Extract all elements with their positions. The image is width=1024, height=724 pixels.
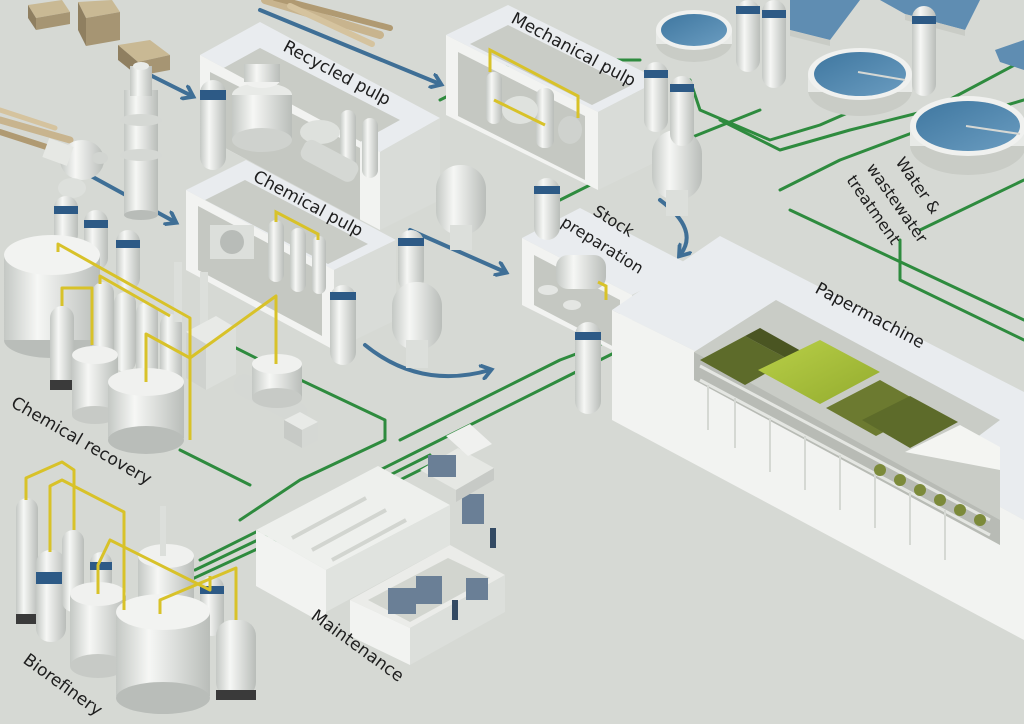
tank bbox=[36, 550, 66, 642]
clarifier-basin bbox=[656, 10, 732, 62]
tank bbox=[70, 582, 126, 678]
mechanical-pulp-building bbox=[446, 5, 660, 190]
tank bbox=[398, 230, 424, 292]
tank bbox=[330, 285, 356, 365]
flow-arrow-chemical-to-stock bbox=[363, 343, 490, 376]
flow-arrow-logs-to-mechanical bbox=[258, 8, 440, 84]
tank bbox=[534, 178, 560, 240]
tank bbox=[652, 130, 702, 216]
tank bbox=[392, 282, 442, 368]
papermachine-equipment bbox=[699, 328, 1000, 560]
filter-bed bbox=[790, 0, 860, 46]
recovered-paper-bales bbox=[28, 0, 170, 76]
pickup-truck bbox=[420, 424, 494, 502]
yellow-pipes bbox=[56, 242, 278, 440]
tank bbox=[644, 62, 668, 132]
tank bbox=[50, 306, 74, 390]
tank bbox=[16, 498, 38, 624]
tank bbox=[436, 165, 486, 250]
biorefinery-area bbox=[16, 460, 256, 714]
recycled-pulp-building bbox=[200, 22, 440, 230]
digester-equipment bbox=[210, 209, 326, 294]
chemical-pulp-building bbox=[186, 160, 396, 350]
tank bbox=[762, 0, 786, 88]
storage-tanks bbox=[200, 62, 702, 414]
filter-bed bbox=[995, 40, 1024, 70]
tank bbox=[200, 80, 226, 170]
tank bbox=[72, 346, 118, 424]
tank bbox=[116, 594, 210, 714]
refiner-equipment bbox=[486, 47, 582, 148]
clarifier-basin bbox=[808, 48, 912, 116]
chimney bbox=[174, 262, 208, 330]
tank bbox=[114, 292, 136, 372]
tank bbox=[116, 230, 140, 290]
yellow-pipes bbox=[24, 460, 238, 620]
wood-logs bbox=[0, 0, 393, 155]
tank bbox=[92, 282, 114, 362]
tank bbox=[736, 0, 760, 72]
recovery-boiler bbox=[4, 235, 100, 358]
tank bbox=[90, 552, 112, 592]
tank bbox=[912, 6, 936, 96]
digester-tower bbox=[120, 62, 162, 220]
tank bbox=[575, 322, 601, 414]
water-treatment-area bbox=[656, 0, 1024, 175]
clarifier-basin bbox=[910, 96, 1024, 175]
tank bbox=[670, 76, 694, 146]
tank bbox=[216, 620, 256, 700]
wood-chipper bbox=[42, 138, 108, 198]
tank bbox=[54, 196, 78, 246]
tank bbox=[252, 354, 302, 408]
electrostatic-precipitator bbox=[186, 316, 318, 448]
papermachine-hall bbox=[612, 236, 1024, 640]
pulper-equipment bbox=[232, 64, 378, 182]
chemical-recovery-area bbox=[4, 196, 318, 454]
flow-arrow-recycled-to-stock bbox=[408, 228, 505, 272]
maintenance-building bbox=[256, 424, 505, 665]
gas-cylinder-racks bbox=[388, 494, 488, 614]
